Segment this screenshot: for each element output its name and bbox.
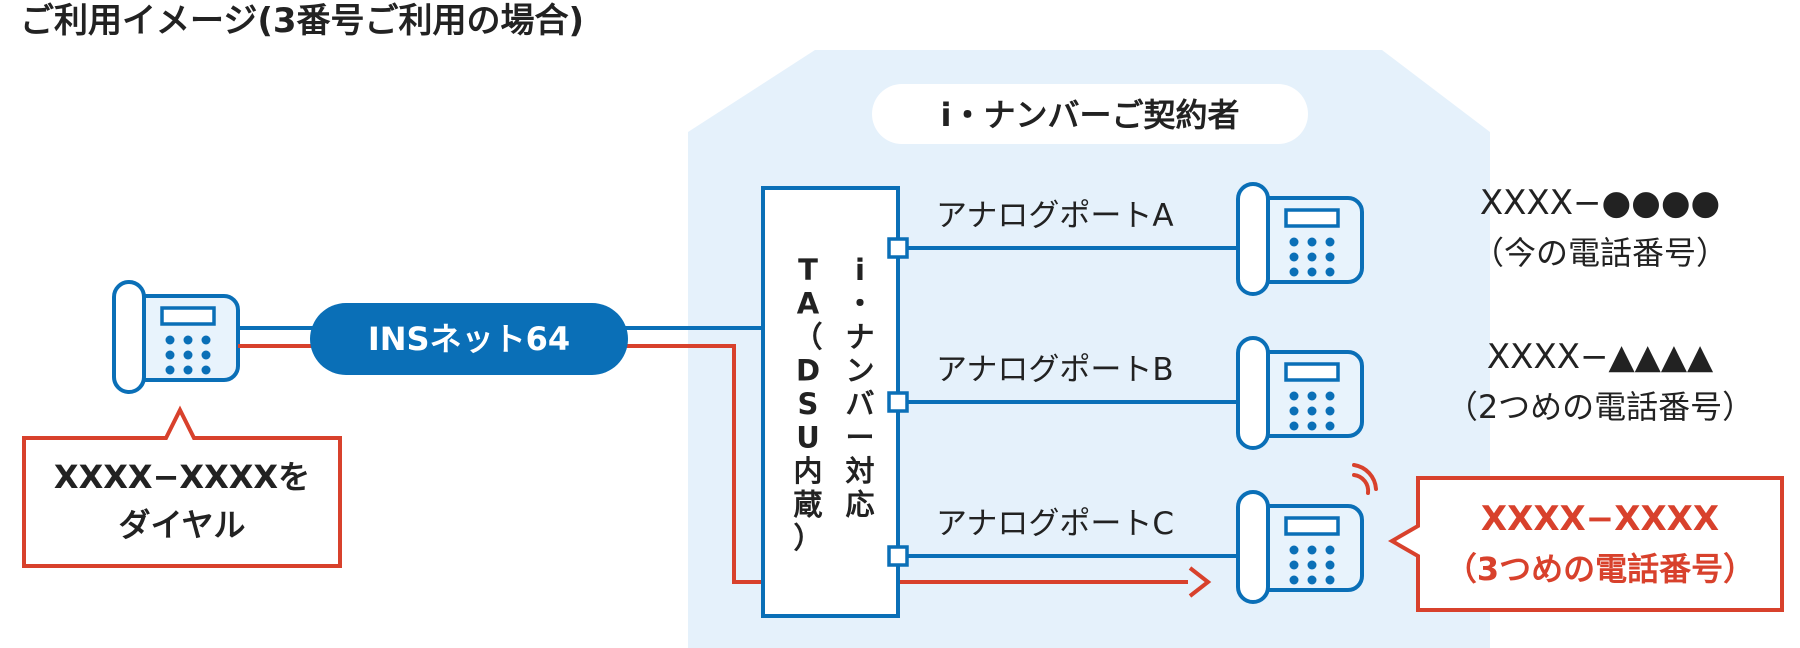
port-label: アナログポートA bbox=[936, 198, 1174, 234]
port-number: XXXX−●●●● bbox=[1480, 183, 1720, 223]
ta-label-char: D bbox=[796, 354, 820, 388]
port-row: アナログポートB XXXX−▲▲▲▲ （2つめの電話番号） bbox=[887, 336, 1754, 450]
telephone-icon bbox=[1236, 336, 1364, 450]
ringing-signal-icon bbox=[1352, 463, 1378, 495]
ports: アナログポートA XXXX−●●●● （今の電話番号） アナログポートB XXXX−▲▲… bbox=[887, 182, 1754, 604]
ta-label-char: ン bbox=[845, 354, 874, 388]
port-number-note: （3つめの電話番号） bbox=[1445, 550, 1755, 588]
telephone-icon bbox=[1236, 182, 1364, 296]
ta-label-char: 応 bbox=[845, 488, 874, 522]
ta-label-char: ー bbox=[845, 421, 874, 455]
port-number-note: （今の電話番号） bbox=[1472, 234, 1728, 272]
ta-label-char: ） bbox=[793, 521, 822, 555]
ta-device bbox=[761, 186, 900, 618]
port-row: アナログポートA XXXX−●●●● （今の電話番号） bbox=[887, 182, 1728, 296]
caller-bubble-line1: XXXX−XXXXを bbox=[54, 458, 310, 496]
port-connector bbox=[887, 237, 909, 259]
port-connector bbox=[887, 391, 909, 413]
network-pill bbox=[310, 303, 628, 375]
third-number-bubble bbox=[1387, 476, 1784, 612]
ta-label-char: T bbox=[798, 253, 818, 287]
network-label: INSネット64 bbox=[368, 320, 570, 358]
call-route-line bbox=[625, 344, 1188, 584]
ta-label-char: A bbox=[797, 287, 820, 321]
port-number: XXXX−▲▲▲▲ bbox=[1487, 337, 1714, 377]
ta-label-char: 対 bbox=[845, 454, 874, 488]
arrow-right-icon bbox=[1188, 566, 1212, 598]
ta-label-char: バ bbox=[845, 387, 874, 421]
port-number: XXXX−XXXX bbox=[1481, 499, 1719, 539]
port-connector bbox=[887, 545, 909, 567]
port-label: アナログポートB bbox=[936, 352, 1174, 388]
ta-label-char: S bbox=[798, 387, 819, 421]
telephone-icon bbox=[1236, 490, 1364, 604]
ta-label-char: ナ bbox=[845, 320, 874, 354]
telephone-icon bbox=[112, 280, 240, 394]
ta-label-char: U bbox=[796, 421, 820, 455]
port-number-note: （2つめの電話番号） bbox=[1446, 388, 1754, 426]
page-title: ご利用イメージ(3番号ご利用の場合) bbox=[20, 1, 584, 41]
caller-bubble-line2: ダイヤル bbox=[118, 506, 245, 544]
third-number-callout: XXXX−XXXX （3つめの電話番号） bbox=[1387, 476, 1784, 612]
ta-label-char: 蔵 bbox=[793, 488, 822, 522]
ta-label-char: （ bbox=[793, 320, 822, 354]
caller-bubble bbox=[22, 405, 342, 568]
port-label: アナログポートC bbox=[936, 506, 1174, 542]
ta-label-char: i bbox=[855, 253, 865, 287]
ta-label-char: ・ bbox=[845, 287, 874, 321]
port-row: アナログポートC bbox=[887, 490, 1364, 604]
ta-label-char: 内 bbox=[793, 454, 822, 488]
contractor-label-box bbox=[872, 84, 1308, 144]
contractor-label: i・ナンバーご契約者 bbox=[941, 96, 1240, 134]
